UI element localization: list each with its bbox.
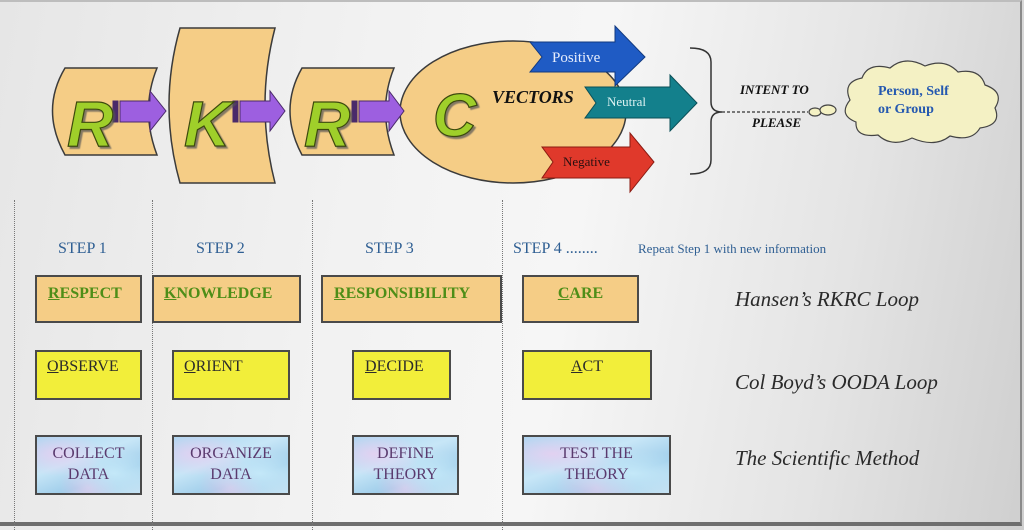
intent-label-2: PLEASE <box>752 115 801 130</box>
box-label: O <box>47 358 59 375</box>
box-label: THEORY <box>373 466 438 483</box>
box-knowledge: KNOWLEDGE <box>152 275 301 323</box>
diagram-text: Negative <box>563 154 610 169</box>
r2-shape <box>289 67 396 156</box>
negative-arrow: Negative <box>541 131 655 194</box>
box-label: CT <box>582 358 603 375</box>
connector-arrow-1 <box>112 89 167 133</box>
box-label: ESPONSIBILITY <box>345 285 471 302</box>
row-title-ooda: Col Boyd’s OODA Loop <box>735 370 938 394</box>
r-shape <box>51 67 159 156</box>
positive-arrow: Positive <box>528 24 646 88</box>
repeat-note: Repeat Step 1 with new information <box>638 241 827 256</box>
box-label: RIENT <box>195 358 243 375</box>
box-label: A <box>570 358 583 375</box>
brace <box>689 47 723 175</box>
box-define-theory: DEFINE THEORY <box>352 435 459 495</box>
row-title-rkrc: Hansen’s RKRC Loop <box>735 287 919 311</box>
diagram-text: Positive <box>552 50 601 66</box>
neutral-arrow: Neutral <box>584 73 698 133</box>
box-label: DATA <box>67 466 110 483</box>
box-act: ACT <box>522 350 652 400</box>
box-label: R <box>334 285 346 302</box>
box-label: THEORY <box>564 466 629 483</box>
box-label: O <box>184 358 196 375</box>
box-responsibility: RESPONSIBILITY <box>321 275 502 323</box>
box-label: COLLECT <box>52 445 125 462</box>
box-orient: ORIENT <box>172 350 290 400</box>
step-4-label: STEP 4 ........ <box>513 240 598 257</box>
box-label: R <box>48 285 60 302</box>
letter-r2: R <box>304 88 350 160</box>
box-label: BSERVE <box>58 358 119 375</box>
column-divider <box>502 200 503 530</box>
box-observe: OBSERVE <box>35 350 142 400</box>
box-label: DATA <box>210 466 252 483</box>
box-label: ECIDE <box>376 358 424 375</box>
box-label: ESPECT <box>59 285 122 302</box>
vectors-label: VECTORS <box>492 87 574 107</box>
column-divider <box>152 200 153 530</box>
box-care: CARE <box>522 275 639 323</box>
column-divider <box>14 200 15 530</box>
diagram-text: Neutral <box>607 94 646 109</box>
box-label: C <box>557 285 570 302</box>
step-1-label: STEP 1 <box>58 240 107 257</box>
box-label: TEST THE <box>560 445 633 462</box>
column-divider <box>312 200 313 530</box>
box-test-theory: TEST THE THEORY <box>522 435 671 495</box>
cloud-text-2: or Group <box>878 102 934 117</box>
step-2-label: STEP 2 <box>196 240 245 257</box>
box-label: K <box>164 285 177 302</box>
intent-label-1: INTENT TO <box>739 82 809 97</box>
box-label: ORGANIZE <box>190 445 272 462</box>
cloud-icon <box>808 60 999 144</box>
box-decide: DECIDE <box>352 350 451 400</box>
box-label: D <box>365 358 377 375</box>
rkrc-flow-diagram: R K R C VECTORS Positive Neutral Negativ… <box>51 24 999 194</box>
box-respect: RESPECT <box>35 275 142 323</box>
box-label: ARE <box>569 285 604 302</box>
row-title-scientific: The Scientific Method <box>735 446 920 470</box>
step-3-label: STEP 3 <box>365 240 414 257</box>
letter-c: C <box>433 82 478 149</box>
box-label: DEFINE <box>377 445 434 462</box>
k-shape <box>168 27 276 184</box>
box-collect-data: COLLECT DATA <box>35 435 142 495</box>
letter-k: K <box>184 88 235 160</box>
box-label: NOWLEDGE <box>176 285 273 302</box>
cloud-text-1: Person, Self <box>878 84 949 99</box>
letter-r: R <box>67 88 113 160</box>
connector-arrow-2 <box>232 89 286 133</box>
box-organize-data: ORGANIZE DATA <box>172 435 290 495</box>
connector-arrow-3 <box>351 89 405 133</box>
